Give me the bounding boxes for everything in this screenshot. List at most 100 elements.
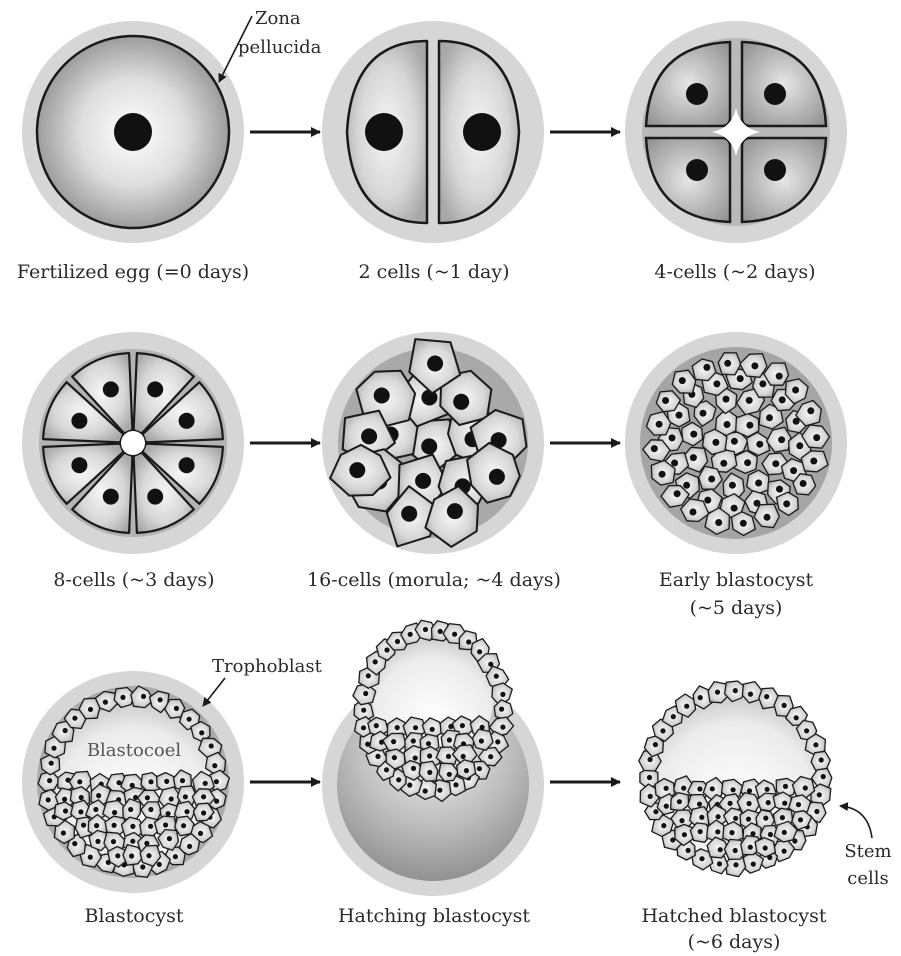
nucleus	[756, 441, 763, 448]
nucleus	[661, 823, 666, 828]
nucleus	[716, 814, 721, 819]
stem-cells-label-line1: Stem	[844, 841, 891, 862]
nucleus	[407, 783, 412, 788]
nucleus	[679, 377, 686, 384]
nucleus	[783, 784, 788, 789]
stage-label: 8-cells (~3 days)	[53, 569, 214, 591]
stage-4-cells	[625, 21, 847, 243]
nucleus	[659, 471, 666, 478]
stage-hatched-blastocyst	[639, 681, 832, 877]
nucleus	[395, 725, 400, 730]
nucleus	[686, 159, 708, 181]
nucleus	[690, 509, 697, 516]
nucleus	[179, 457, 195, 473]
nucleus	[374, 723, 379, 728]
nucleus	[766, 414, 773, 421]
nucleus	[437, 788, 442, 793]
nucleus	[477, 766, 482, 771]
nucleus	[375, 754, 380, 759]
nucleus	[479, 738, 484, 743]
nucleus	[463, 113, 501, 151]
nucleus	[746, 422, 753, 429]
nucleus	[715, 519, 722, 526]
nucleus	[427, 356, 443, 372]
nucleus	[674, 490, 681, 497]
nucleus	[780, 815, 785, 820]
stage-blastocyst: Blastocoel	[22, 671, 244, 893]
nucleus	[158, 697, 163, 702]
nucleus	[731, 505, 738, 512]
nucleus	[700, 410, 707, 417]
nucleus	[395, 639, 400, 644]
nucleus	[460, 723, 465, 728]
nucleus	[708, 476, 715, 483]
nucleus	[750, 831, 755, 836]
nucleus	[731, 438, 738, 445]
nucleus	[763, 845, 768, 850]
nucleus	[677, 799, 682, 804]
nucleus	[731, 787, 736, 792]
nucleus	[413, 755, 418, 760]
nucleus	[361, 428, 377, 444]
nucleus	[776, 373, 783, 380]
nucleus	[651, 445, 658, 452]
nucleus	[713, 380, 720, 387]
nucleus	[681, 786, 686, 791]
nucleus	[488, 754, 493, 759]
nucleus	[740, 520, 747, 527]
nucleus	[679, 818, 684, 823]
nucleus	[103, 489, 119, 505]
nucleus	[698, 695, 703, 700]
nucleus	[699, 815, 704, 820]
nucleus	[703, 364, 710, 371]
nucleus	[764, 694, 769, 699]
nucleus	[733, 862, 738, 867]
nucleus	[648, 794, 653, 799]
stage-8-cells	[22, 332, 244, 554]
nucleus	[782, 801, 787, 806]
nucleus	[163, 822, 168, 827]
nucleus	[103, 381, 119, 397]
nucleus	[489, 469, 505, 485]
nucleus	[130, 824, 135, 829]
nucleus	[173, 854, 178, 859]
stage-hatching-blastocyst	[322, 620, 544, 896]
nucleus	[686, 83, 708, 105]
nucleus	[803, 785, 808, 790]
nucleus	[203, 781, 208, 786]
nucleus	[63, 728, 68, 733]
nucleus	[717, 861, 722, 866]
nucleus	[148, 807, 153, 812]
nucleus	[438, 629, 443, 634]
nucleus	[765, 787, 770, 792]
stage-label: Blastocyst	[85, 905, 184, 927]
nucleus	[112, 810, 117, 815]
nucleus	[747, 788, 752, 793]
nucleus	[77, 779, 82, 784]
nucleus	[212, 763, 217, 768]
nucleus	[697, 786, 702, 791]
nucleus	[166, 811, 171, 816]
nucleus	[129, 853, 134, 858]
nucleus	[63, 808, 68, 813]
nucleus	[392, 755, 397, 760]
nucleus	[71, 457, 87, 473]
zona-label-line1: Zona	[255, 8, 301, 29]
nucleus	[782, 703, 787, 708]
nucleus	[648, 757, 653, 762]
stage-2-cells	[322, 21, 544, 243]
stage-label: Early blastocyst	[659, 569, 814, 591]
nucleus	[684, 704, 689, 709]
nucleus	[733, 816, 738, 821]
nucleus	[817, 792, 822, 797]
nucleus	[697, 802, 702, 807]
stage-label: 16-cells (morula; ~4 days)	[307, 569, 561, 591]
nucleus	[764, 514, 771, 521]
nucleus	[747, 801, 752, 806]
nucleus	[792, 387, 799, 394]
trophoblast-pointer-arrow	[203, 678, 225, 706]
nucleus	[755, 480, 762, 487]
nucleus	[729, 830, 734, 835]
nucleus	[141, 694, 146, 699]
nucleus	[494, 674, 499, 679]
